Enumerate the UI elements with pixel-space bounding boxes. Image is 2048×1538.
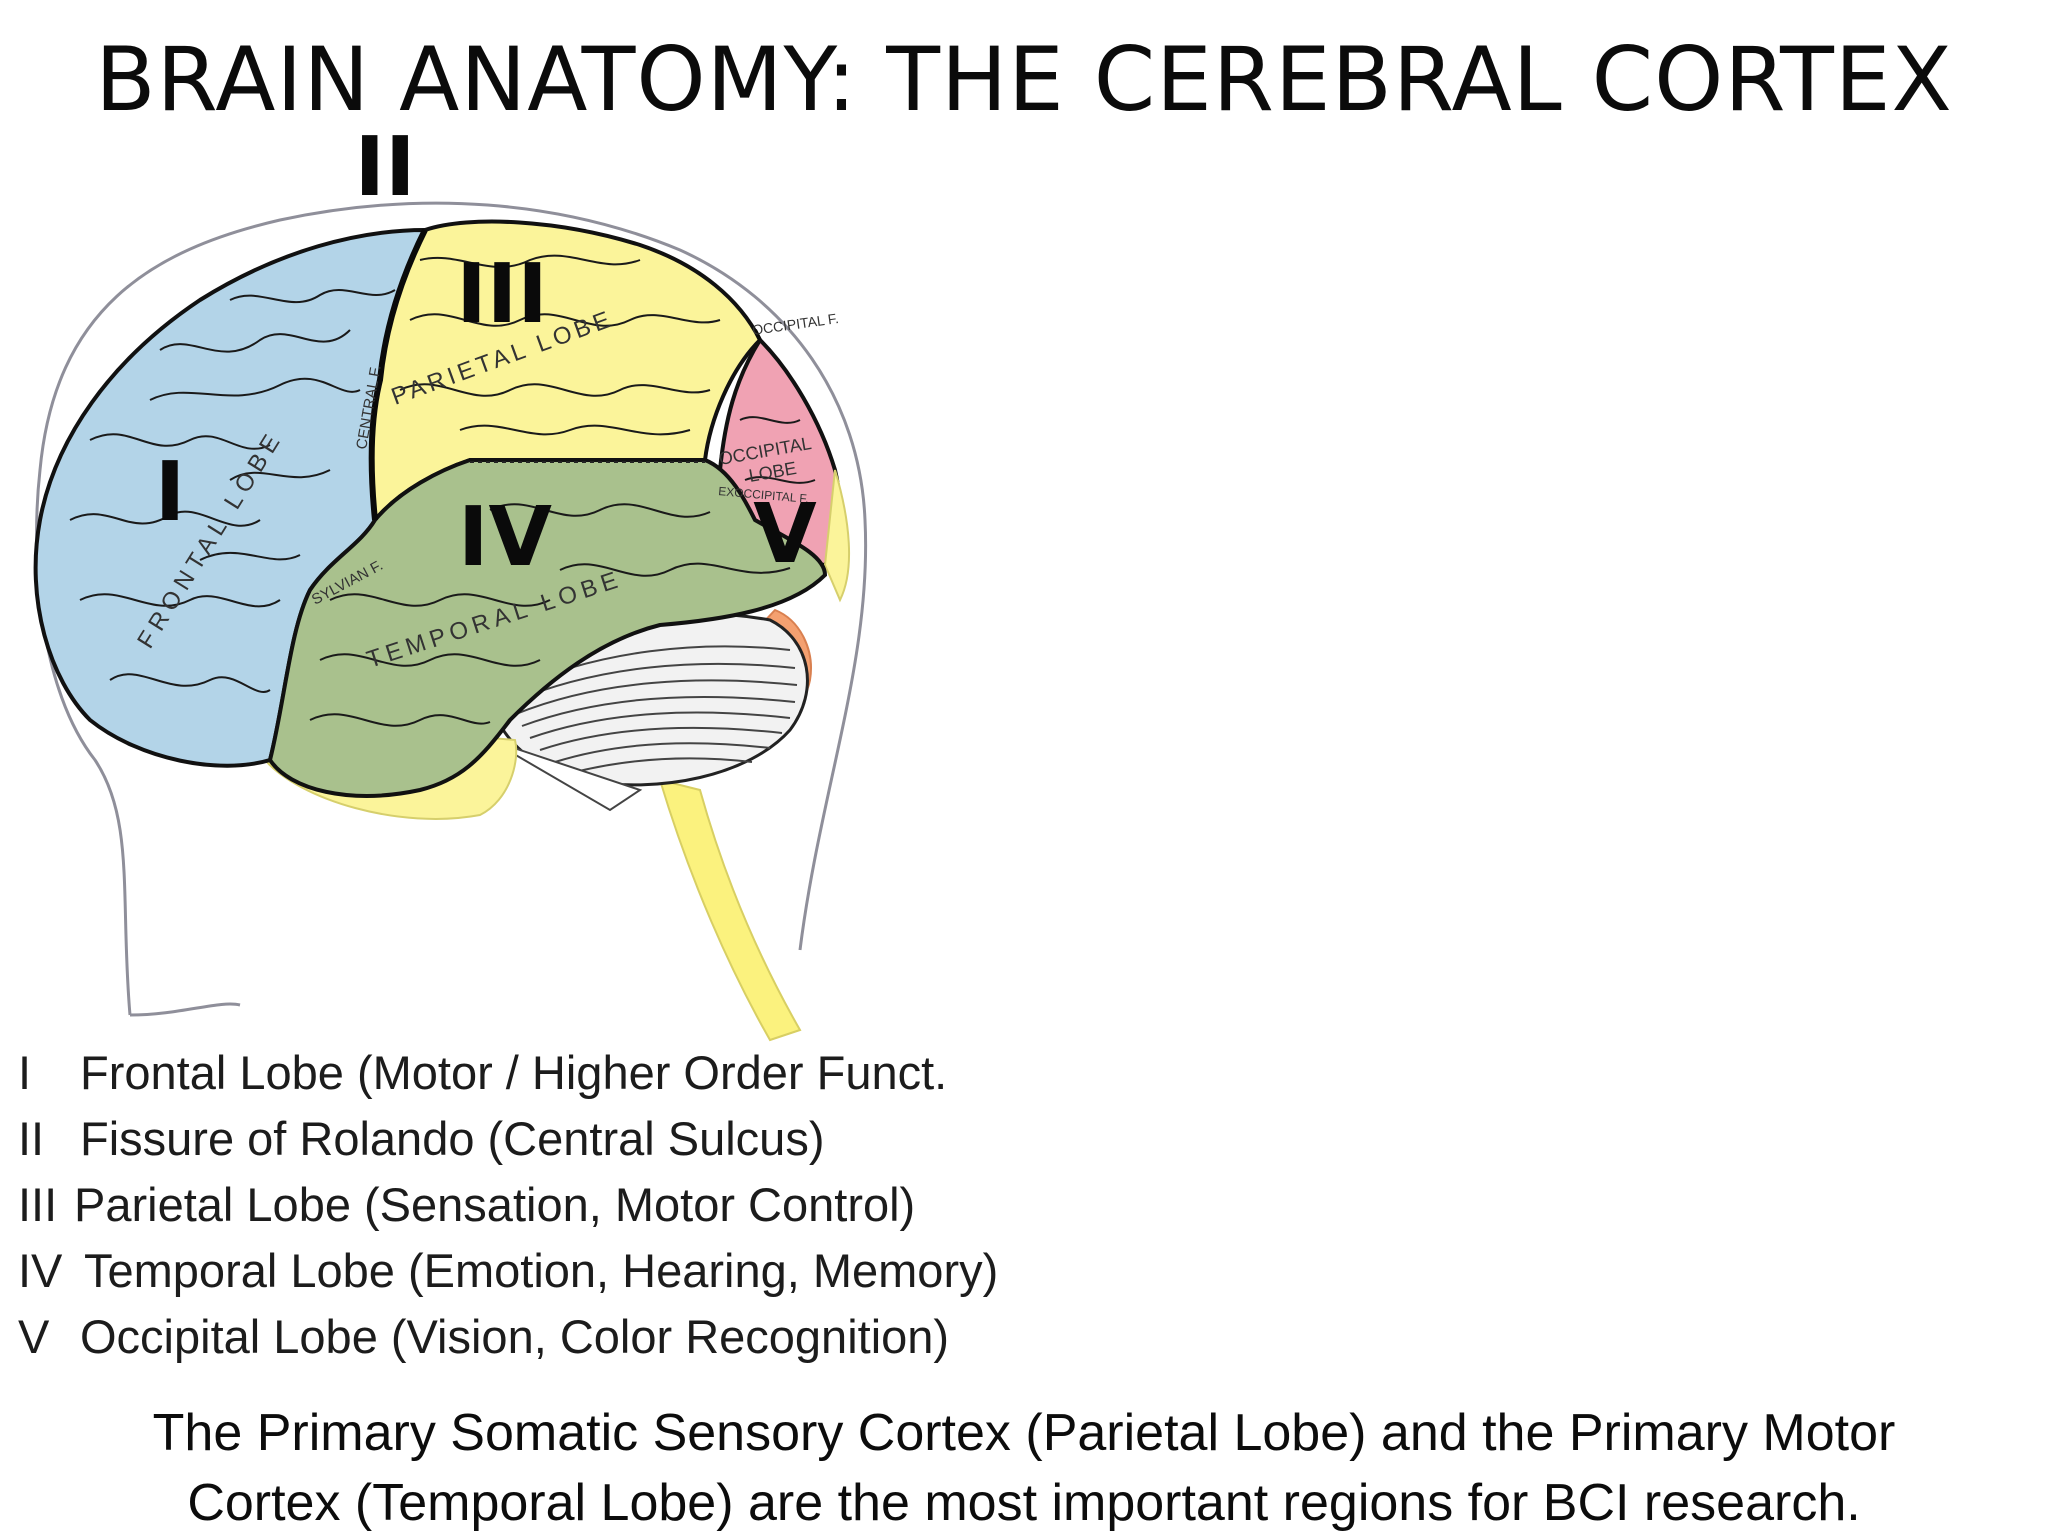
legend-text: Temporal Lobe (Emotion, Hearing, Memory) xyxy=(84,1244,999,1297)
page-title: BRAIN ANATOMY: THE CEREBRAL CORTEX xyxy=(95,28,1953,131)
legend-number: III xyxy=(18,1178,58,1231)
numeral-parietal: III xyxy=(456,247,548,342)
pons-triangle xyxy=(489,739,643,812)
legend-item-occipital: V Occipital Lobe (Vision, Color Recogniti… xyxy=(18,1304,998,1370)
legend-text: Occipital Lobe (Vision, Color Recognitio… xyxy=(80,1310,950,1363)
head-outline xyxy=(35,201,868,1016)
footer-caption: The Primary Somatic Sensory Cortex (Pari… xyxy=(40,1398,2008,1538)
gyri xyxy=(69,254,816,727)
brain-diagram: CENTRAL F. PARIETAL LOBE FRONTAL LOBE SY… xyxy=(33,120,868,1042)
legend-number: I xyxy=(18,1046,32,1099)
occipital-fissure-line xyxy=(753,329,762,341)
legend-text: Frontal Lobe (Motor / Higher Order Funct… xyxy=(80,1046,948,1099)
cerebellum-folia xyxy=(509,645,798,773)
central-fissure-line xyxy=(368,228,428,521)
legend-list: I Frontal Lobe (Motor / Higher Order Func… xyxy=(18,1040,998,1370)
numeral-frontal: I xyxy=(155,445,186,540)
neck-line xyxy=(129,1002,241,1017)
legend-number: V xyxy=(18,1310,50,1363)
numeral-temporal: IV xyxy=(458,490,553,585)
footer-line-2: Cortex (Temporal Lobe) are the most impo… xyxy=(187,1474,1861,1532)
footer-line-1: The Primary Somatic Sensory Cortex (Pari… xyxy=(152,1404,1896,1462)
numeral-occipital: V xyxy=(753,487,817,582)
legend-text: Fissure of Rolando (Central Sulcus) xyxy=(80,1112,825,1165)
brainstem xyxy=(658,778,802,1042)
legend-item-parietal: III Parietal Lobe (Sensation, Motor Contr… xyxy=(18,1172,998,1238)
numeral-fissure: II xyxy=(354,120,415,215)
legend-item-fissure: II Fissure of Rolando (Central Sulcus) xyxy=(18,1106,998,1172)
temporal-lobe xyxy=(267,458,828,798)
legend-number: II xyxy=(18,1112,45,1165)
occipital-rim xyxy=(823,469,851,603)
legend-item-frontal: I Frontal Lobe (Motor / Higher Order Func… xyxy=(18,1040,998,1106)
occipital-fissure-label: OCCIPITAL F. xyxy=(751,310,840,338)
legend-text: Parietal Lobe (Sensation, Motor Control) xyxy=(74,1178,916,1231)
legend-number: IV xyxy=(18,1244,63,1297)
legend-item-temporal: IV Temporal Lobe (Emotion, Hearing, Memor… xyxy=(18,1238,998,1304)
